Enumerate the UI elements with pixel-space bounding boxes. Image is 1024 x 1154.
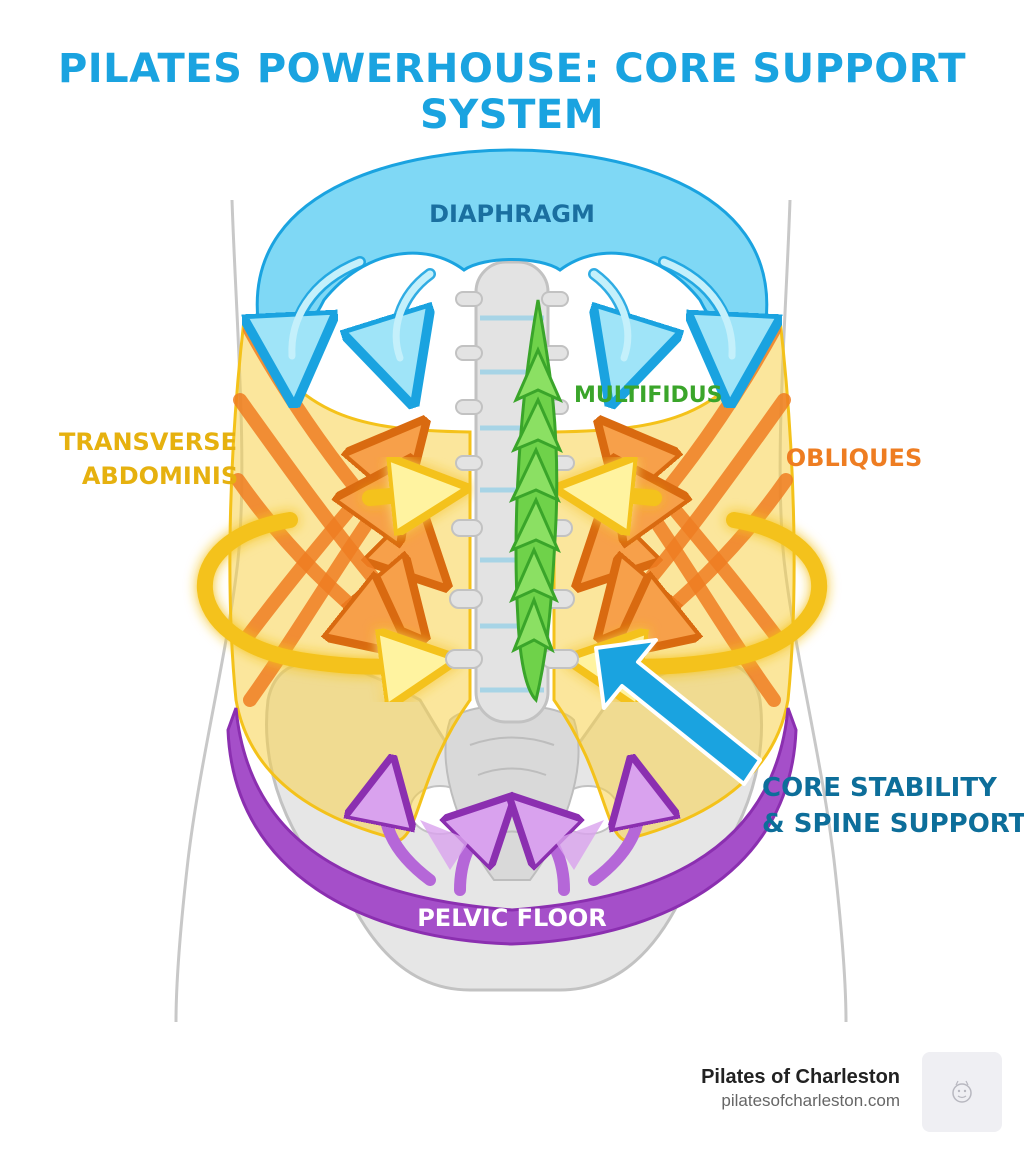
multifidus-label: MULTIFIDUS — [574, 383, 723, 408]
core-stability-label-line1: CORE STABILITY — [762, 773, 998, 803]
transverse-label-line2: ABDOMINIS — [82, 462, 238, 490]
transverse-abdominis-band — [228, 315, 472, 842]
brand-logo-icon — [922, 1052, 1002, 1132]
multifidus-muscle — [508, 299, 563, 703]
brand-url: pilatesofcharleston.com — [721, 1091, 900, 1110]
transverse-label-line1: TRANSVERSE — [59, 428, 237, 456]
brand-name: Pilates of Charleston — [701, 1066, 900, 1088]
pelvic-floor-label: PELVIC FLOOR — [417, 904, 607, 932]
diaphragm-label: DIAPHRAGM — [429, 200, 595, 228]
obliques-label: OBLIQUES — [786, 444, 923, 472]
obliques-fibers — [231, 323, 793, 707]
page-title: PILATES POWERHOUSE: CORE SUPPORT SYSTEM — [57, 46, 967, 138]
transverse-wrap-arrows — [196, 492, 828, 667]
core-stability-label-line2: & SPINE SUPPORT — [762, 809, 1024, 839]
pelvic-floor — [226, 707, 798, 946]
core-stability-arrow — [594, 638, 762, 786]
brand-block: Pilates of Charleston pilatesofcharlesto… — [701, 1066, 900, 1111]
diaphragm — [257, 148, 767, 362]
